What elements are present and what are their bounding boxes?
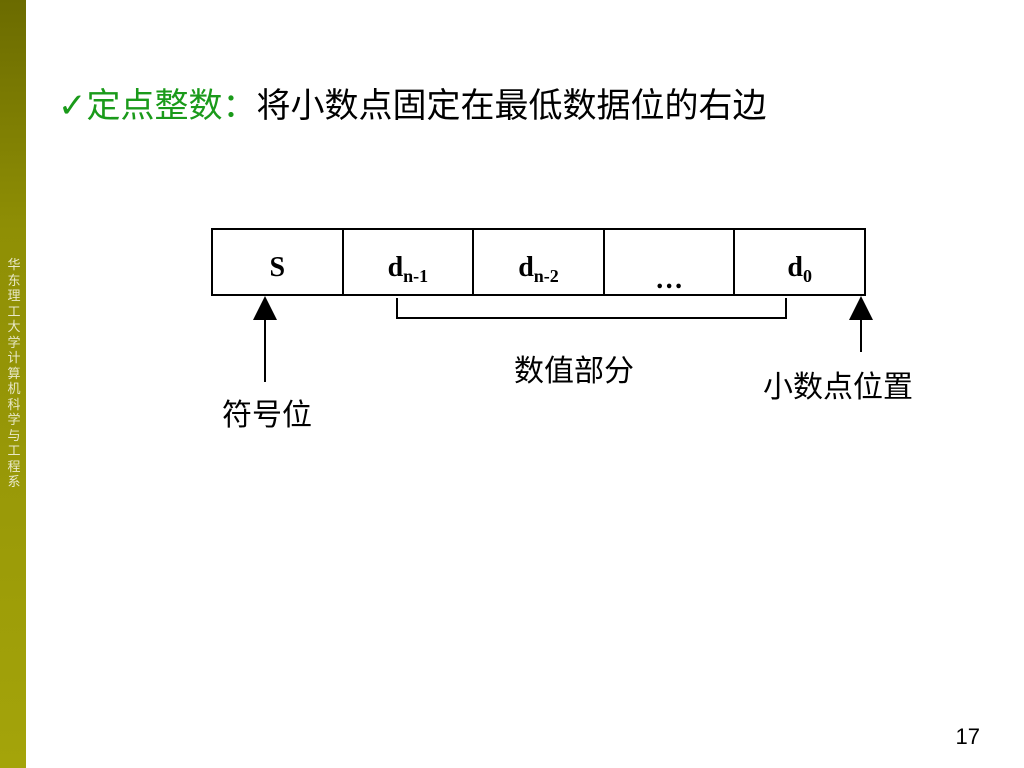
title-term: 定点整数：: [86, 86, 257, 126]
checkmark-icon: ✓: [58, 86, 87, 126]
register-cell-d0: d0: [787, 252, 812, 286]
title-definition: 将小数点固定在最低数据位的右边: [256, 86, 767, 126]
sidebar-bar: 华东理工大学计算机科学与工程系: [0, 0, 26, 768]
radix-point-arrow-head: [849, 296, 873, 320]
register-cell-dn1: dn-1: [344, 230, 475, 294]
numeric-part-bracket: [396, 298, 787, 319]
register-cell-dn2: dn-2: [474, 230, 605, 294]
register-cell-ellipsis: …: [605, 230, 736, 295]
radix-point-label: 小数点位置: [763, 370, 913, 405]
sign-bit-label: 符号位: [222, 398, 312, 433]
numeric-part-label: 数值部分: [514, 354, 634, 389]
page-number: 17: [955, 724, 980, 749]
sign-bit-arrow-head: [253, 296, 277, 320]
sidebar-department-label: 华东理工大学计算机科学与工程系: [7, 258, 21, 490]
slide-title: ✓定点整数：将小数点固定在最低数据位的右边: [58, 84, 767, 128]
fixed-point-register: S dn-1 dn-2 … d0: [211, 228, 866, 296]
register-cell-sign: S: [213, 230, 344, 294]
